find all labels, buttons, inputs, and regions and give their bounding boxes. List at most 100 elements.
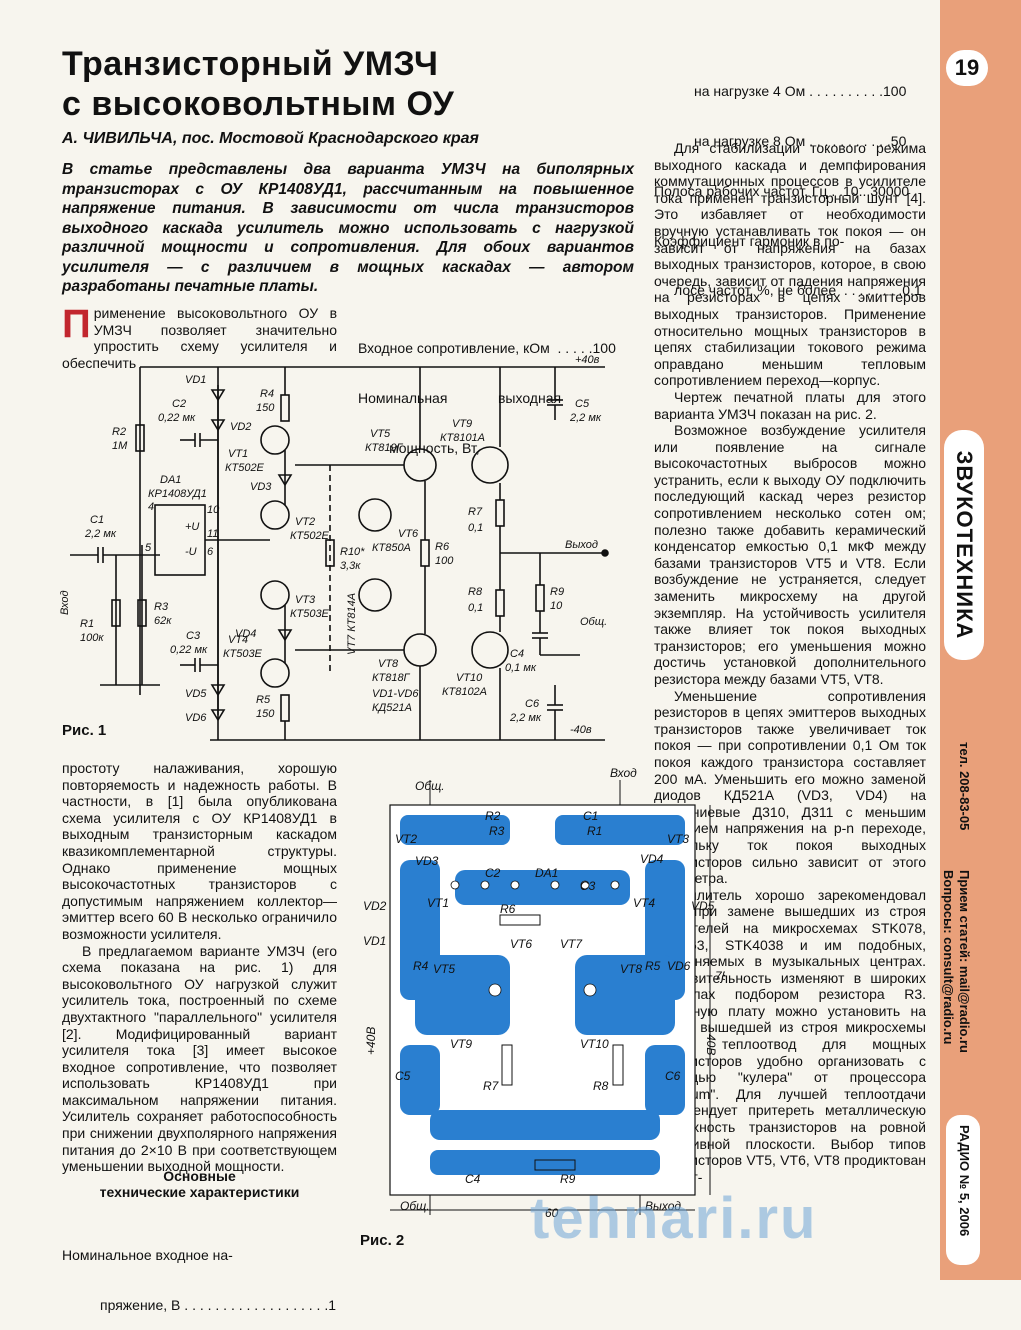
fig2-c6: C6 <box>665 1069 681 1083</box>
fig1-vt8: VT8 <box>378 658 399 670</box>
fig2-vd5: VD5 <box>691 899 715 913</box>
magazine-box <box>946 1115 980 1265</box>
fig1-r3: R3 <box>154 601 169 613</box>
fig2-c3: C3 <box>580 879 596 893</box>
fig1-vd1: VD1 <box>185 374 206 386</box>
fig1-output: Выход <box>565 539 598 551</box>
fig2-vd2: VD2 <box>363 899 387 913</box>
fig2-dim-height: 75 <box>715 969 725 983</box>
fig2-da1: DA1 <box>535 866 558 880</box>
fig1-c1v: 2,2 мк <box>84 528 117 540</box>
fig1-c3v: 0,22 мк <box>170 644 208 656</box>
fig1-c5: C5 <box>575 398 590 410</box>
fig2-common-top: Общ. <box>415 779 445 793</box>
fig2-r7: R7 <box>483 1079 500 1093</box>
specs-bottom: Номинальное входное на- пряжение, В . . … <box>62 1247 336 1313</box>
fig1-c6v: 2,2 мк <box>509 712 542 724</box>
fig1-vt7: VT7 КТ814А <box>346 593 358 655</box>
specs-mid: Входное сопротивление, кОм . . . . .100 … <box>358 340 616 456</box>
fig2-r5: R5 <box>645 959 661 973</box>
fig2-c1: C1 <box>583 809 598 823</box>
fig1-r4: R4 <box>260 388 274 400</box>
fig1-vt10: VT10 <box>456 672 483 684</box>
article-title: Транзисторный УМЗЧ с высоковольтным ОУ <box>62 45 455 123</box>
fig1-vt5v: КТ819Г <box>365 442 404 454</box>
magazine-issue: РАДИО № 5, 2006 <box>957 1125 972 1237</box>
fig1-c3: C3 <box>186 630 201 642</box>
fig2-common-bottom: Общ. <box>400 1199 430 1213</box>
fig1-pin5: 5 <box>145 542 152 554</box>
fig2-vt3: VT3 <box>667 832 689 846</box>
fig1-c2v: 0,22 мк <box>158 412 196 424</box>
fig2-vt4: VT4 <box>633 896 655 910</box>
fig1-r9: R9 <box>550 586 564 598</box>
fig2-output: Выход <box>645 1199 681 1213</box>
sidebar-contacts-1: Прием статей: mail@radio.ru <box>957 870 972 1054</box>
figure-1-schematic: +40в -40в Выход Общ. Вход VD1 VD2 VD3 VD… <box>60 355 609 741</box>
fig2-c2: C2 <box>485 866 501 880</box>
fig1-r4v: 150 <box>256 402 275 414</box>
fig1-c4v: 0,1 мк <box>505 662 537 674</box>
fig2-vd3: VD3 <box>415 854 439 868</box>
column-left: простоту налаживания, хорошую повторяемо… <box>62 760 337 1175</box>
fig1-vdset: VD1-VD6 <box>372 688 419 700</box>
fig1-vd6: VD6 <box>185 712 207 724</box>
fig1-c5v: 2,2 мк <box>569 412 602 424</box>
fig1-vt4v: КТ503Е <box>223 648 263 660</box>
fig1-vt3: VT3 <box>295 594 316 606</box>
fig1-plusu: +U <box>185 521 199 533</box>
fig1-r8: R8 <box>468 586 483 598</box>
fig1-vt9v: КТ8101А <box>440 432 485 444</box>
article-lead: В статье представлены два варианта УМЗЧ … <box>62 161 634 295</box>
fig2-plus40: +40В <box>364 1027 378 1055</box>
fig1-r5v: 150 <box>256 708 275 720</box>
drop-cap: П <box>62 302 91 346</box>
fig2-vd1: VD1 <box>363 934 386 948</box>
fig1-pin10: 10 <box>207 504 220 516</box>
fig1-da1: DA1 <box>160 474 181 486</box>
figure-2-pcb: Общ. Вход Выход Общ. +40В -40В 60 75 R2 … <box>363 766 725 1220</box>
fig1-vdsetv: КД521А <box>372 702 412 714</box>
fig1-r6v: 100 <box>435 555 454 567</box>
fig2-vt6: VT6 <box>510 937 532 951</box>
fig1-r8v: 0,1 <box>468 602 483 614</box>
section-label: ЗВУКОТЕХНИКА <box>944 430 984 660</box>
fig1-r6: R6 <box>435 541 450 553</box>
fig1-vt10v: КТ8102А <box>442 686 487 698</box>
fig1-vt8v: КТ818Г <box>372 672 411 684</box>
fig2-r4: R4 <box>413 959 429 973</box>
fig1-vd2: VD2 <box>230 421 251 433</box>
fig1-vt2v: КТ502Е <box>290 530 330 542</box>
figure-1-caption: Рис. 1 <box>62 722 107 739</box>
fig2-r8: R8 <box>593 1079 609 1093</box>
fig1-pin6: 6 <box>207 546 214 558</box>
fig1-r1: R1 <box>80 618 94 630</box>
fig2-vt8: VT8 <box>620 962 642 976</box>
fig2-vt5: VT5 <box>433 962 455 976</box>
fig1-vd4: VD4 <box>235 628 256 640</box>
fig1-vt5: VT5 <box>370 428 391 440</box>
fig2-input: Вход <box>610 766 637 780</box>
fig1-vt2: VT2 <box>295 516 315 528</box>
fig1-minus40: -40в <box>570 724 592 736</box>
fig2-c5: C5 <box>395 1069 411 1083</box>
fig1-common: Общ. <box>580 616 607 628</box>
fig1-vt6v: КТ850А <box>372 542 411 554</box>
fig1-r7: R7 <box>468 506 483 518</box>
specs-heading: Основные технические характеристики <box>99 1168 300 1200</box>
fig2-r6: R6 <box>500 902 516 916</box>
fig1-c1: C1 <box>90 514 104 526</box>
sidebar-phone: тел. 208-83-05 <box>957 742 972 831</box>
fig2-r9: R9 <box>560 1172 576 1186</box>
fig2-vt9: VT9 <box>450 1037 472 1051</box>
fig1-r2: R2 <box>112 426 126 438</box>
article-author: А. ЧИВИЛЬЧА, пос. Мостовой Краснодарског… <box>62 130 479 147</box>
fig2-dim-width: 60 <box>545 1206 559 1220</box>
specs-top: на нагрузке 4 Ом . . . . . . . . . .100 … <box>654 83 922 299</box>
fig2-r3: R3 <box>489 824 505 838</box>
fig1-r7v: 0,1 <box>468 522 483 534</box>
fig1-vd5: VD5 <box>185 688 207 700</box>
fig1-input: Вход <box>60 590 71 615</box>
fig2-minus40: -40В <box>704 1030 718 1055</box>
